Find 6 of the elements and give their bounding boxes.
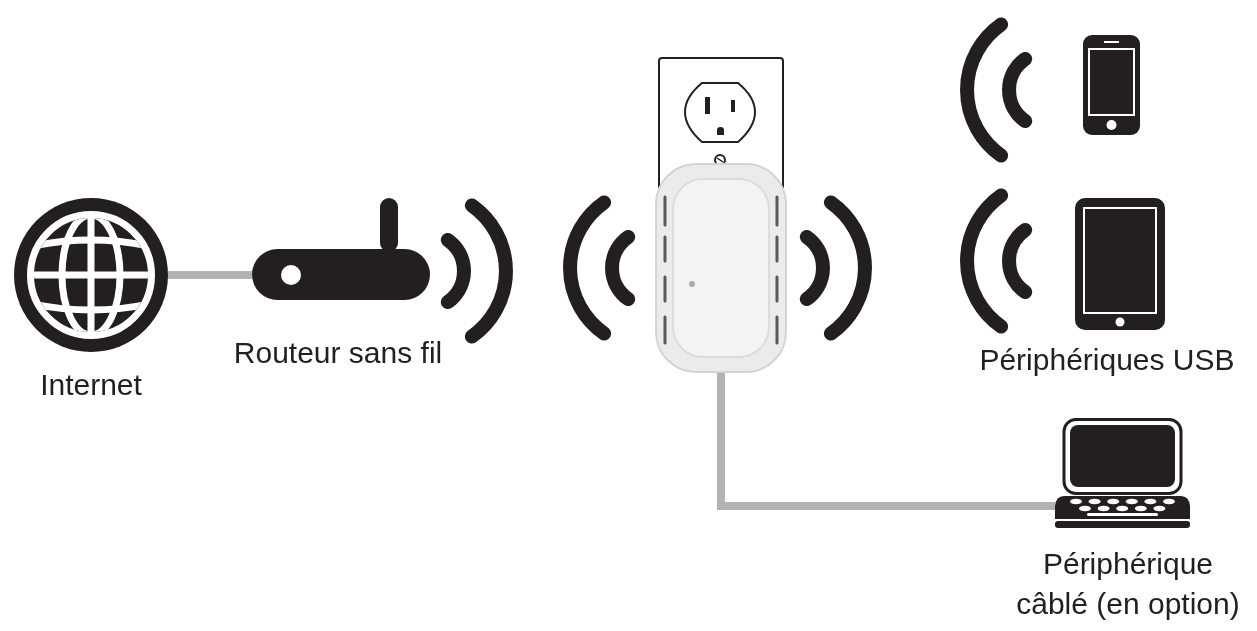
node-label: Routeur sans fil [233, 335, 443, 370]
node-label: Périphériques USB [979, 342, 1235, 377]
node-label: Périphérique câblé (en option) [1015, 546, 1241, 622]
cable-line [168, 271, 252, 279]
cable-line [717, 373, 1055, 510]
node-label: Internet [40, 367, 142, 402]
